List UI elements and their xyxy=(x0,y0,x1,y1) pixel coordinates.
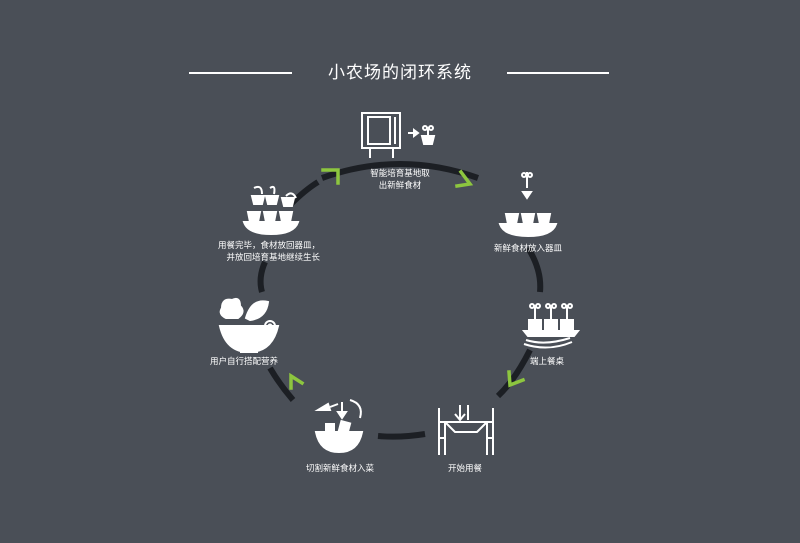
step-place-label: 新鲜食材放入器皿 xyxy=(478,243,578,255)
step-dine-label: 开始用餐 xyxy=(425,463,505,475)
arrow-top-left xyxy=(321,168,340,185)
step-serve-line1: 端上餐桌 xyxy=(530,357,565,367)
step-return-label: 用餐完毕，食材放回器皿， 并放回培育基地继续生长 xyxy=(200,240,320,264)
cycle-ring xyxy=(257,161,544,440)
growing-cabinet-icon xyxy=(361,112,436,158)
arrow-left xyxy=(289,372,305,390)
title-rule-right xyxy=(507,72,609,74)
step-return-line2: 并放回培育基地继续生长 xyxy=(226,253,320,263)
dining-table-icon xyxy=(438,405,494,455)
step-cut-line1: 切割新鲜食材入菜 xyxy=(305,464,374,474)
step-harvest-label: 智能培育基地取 出新鲜食材 xyxy=(340,168,460,192)
ring-segment-left-lower xyxy=(267,366,296,402)
diagram-title: 小农场的闭环系统 xyxy=(328,63,472,83)
step-place-line1: 新鲜食材放入器皿 xyxy=(493,244,562,254)
ring-segment-right-upper xyxy=(525,246,544,293)
step-return-line1: 用餐完毕，食材放回器皿， xyxy=(217,241,320,251)
step-nutrition-line1: 用户自行搭配营养 xyxy=(210,357,279,367)
step-serve-label: 端上餐桌 xyxy=(530,356,564,368)
step-cut-label: 切割新鲜食材入菜 xyxy=(285,463,395,475)
step-harvest-line1: 智能培育基地取 xyxy=(370,169,430,179)
ring-segment-left-upper xyxy=(257,260,268,293)
plant-bowl-icon xyxy=(498,172,558,238)
flow-arrows xyxy=(289,168,526,390)
pots-icon xyxy=(242,185,300,236)
step-nutrition-label: 用户自行搭配营养 xyxy=(210,356,278,368)
knife-bowl-icon xyxy=(314,399,364,454)
salad-bowl-icon xyxy=(218,297,280,354)
step-dine-line1: 开始用餐 xyxy=(447,464,482,474)
arrow-right xyxy=(507,370,526,388)
ring-segment-right-lower xyxy=(495,348,533,399)
ring-segment-left-top xyxy=(287,179,320,208)
title-rule-left xyxy=(189,72,292,74)
arrow-top-right xyxy=(455,169,474,188)
step-harvest-line2: 出新鲜食材 xyxy=(378,181,422,191)
serving-tray-icon xyxy=(521,303,581,349)
ring-segment-bottom xyxy=(377,431,426,440)
